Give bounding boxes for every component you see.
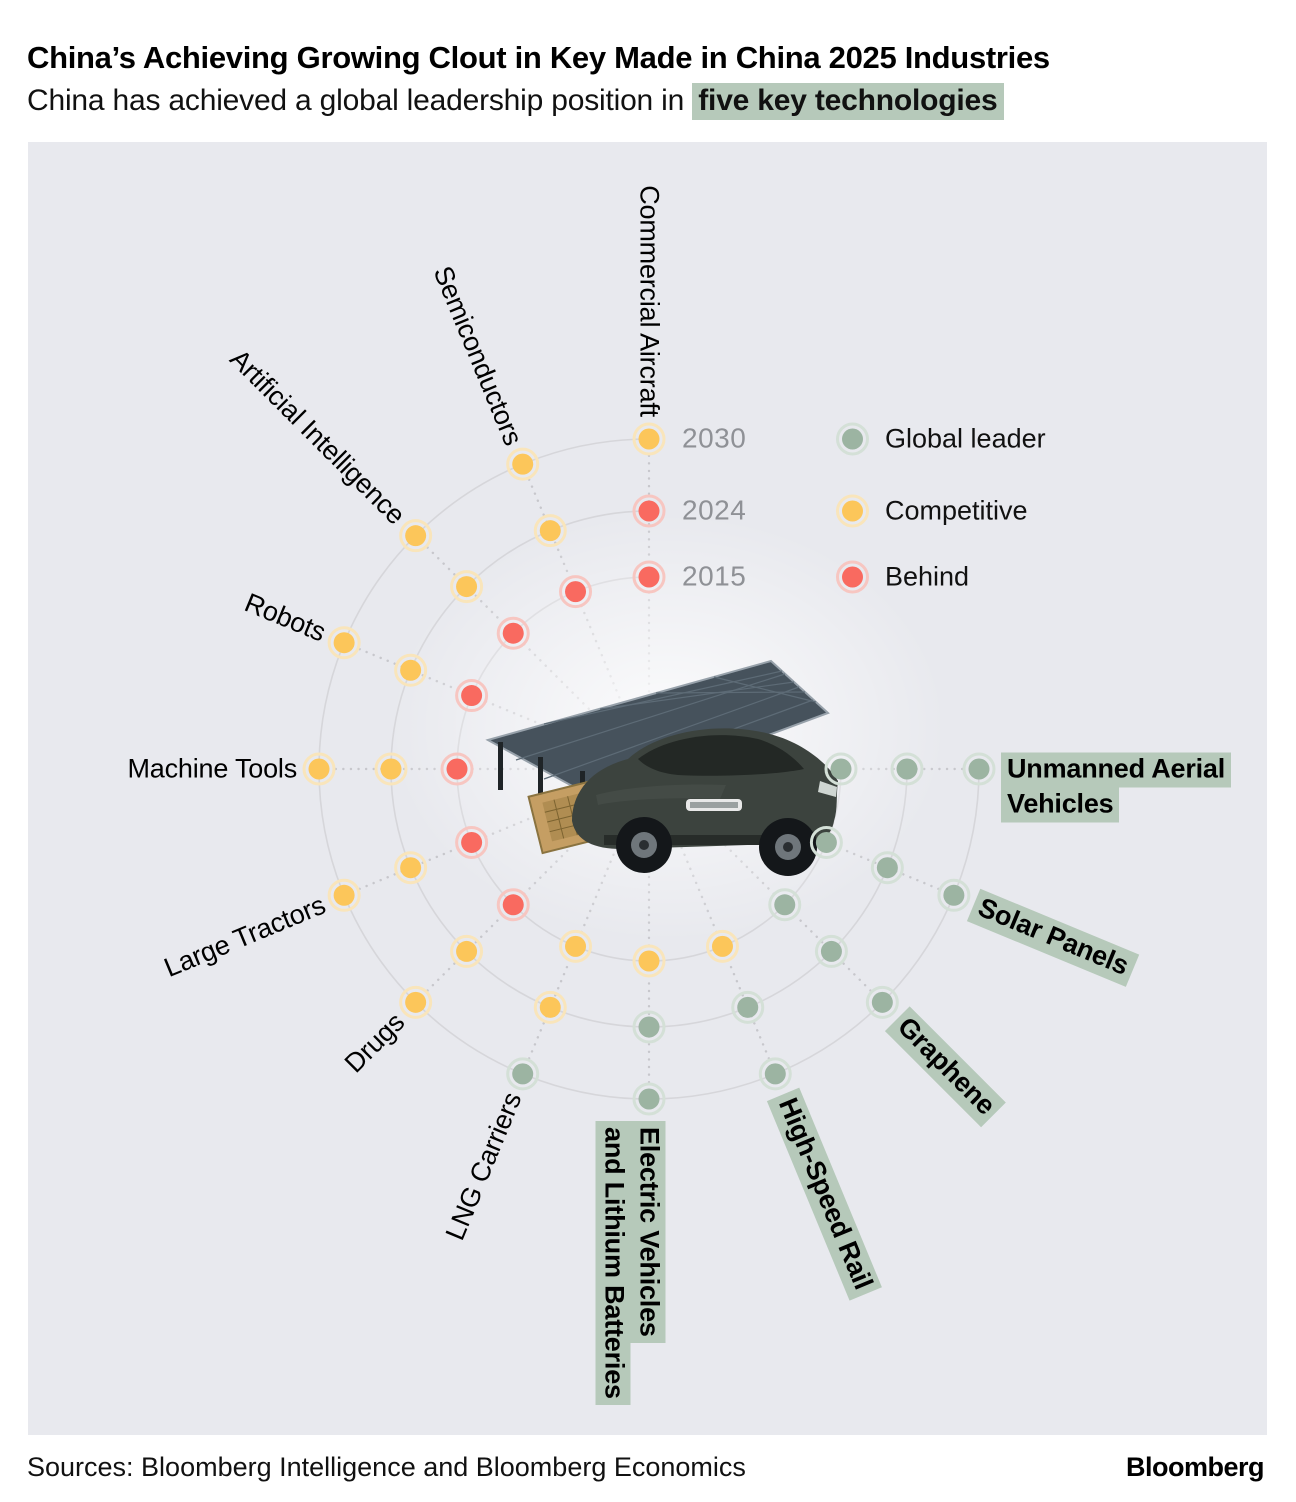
center-photo-solar-car-chip bbox=[485, 659, 838, 876]
status-dot-high-speed-rail-2015 bbox=[705, 929, 739, 963]
status-dot-machine-tools-2015 bbox=[440, 752, 474, 786]
status-dot-drugs-2030 bbox=[399, 985, 433, 1019]
status-dot-drugs-2024 bbox=[450, 934, 484, 968]
status-dot-robots-2030 bbox=[327, 626, 361, 660]
year-label-2024: 2024 bbox=[682, 494, 747, 526]
status-dot-unmanned-aerial-vehicles-2024 bbox=[890, 752, 924, 786]
status-dot-lng-carriers-2024 bbox=[533, 990, 567, 1024]
status-dot-large-tractors-2024 bbox=[394, 851, 428, 885]
status-dot-semiconductors-2015 bbox=[559, 575, 593, 609]
status-dot-high-speed-rail-2024 bbox=[731, 990, 765, 1024]
legend-label: Competitive bbox=[885, 495, 1028, 526]
status-dot-unmanned-aerial-vehicles-2015 bbox=[824, 752, 858, 786]
year-label-2015: 2015 bbox=[682, 560, 747, 592]
status-dot-graphene-2024 bbox=[814, 934, 848, 968]
status-dot-artificial-intelligence-2030 bbox=[399, 519, 433, 553]
sources-note: Sources: Bloomberg Intelligence and Bloo… bbox=[27, 1452, 746, 1482]
behind-dot-icon bbox=[836, 560, 869, 594]
subtitle-highlight: five key technologies bbox=[692, 83, 1004, 120]
status-dot-solar-panels-2030 bbox=[937, 878, 971, 912]
status-dot-semiconductors-2024 bbox=[533, 514, 567, 548]
status-dot-large-tractors-2030 bbox=[327, 878, 361, 912]
legend-label: Behind bbox=[885, 561, 970, 592]
status-dot-high-speed-rail-2030 bbox=[758, 1057, 792, 1091]
status-dot-electric-vehicles-and-lithium-batteries-2015 bbox=[632, 944, 666, 978]
legend-item-behind: Behind bbox=[836, 560, 970, 594]
legend-item-global-leader: Global leader bbox=[836, 422, 1046, 456]
year-label-2030: 2030 bbox=[682, 422, 747, 454]
status-dot-electric-vehicles-and-lithium-batteries-2024 bbox=[632, 1010, 666, 1044]
status-dot-unmanned-aerial-vehicles-2030 bbox=[962, 752, 996, 786]
competitive-dot-icon bbox=[836, 494, 869, 528]
status-dot-solar-panels-2024 bbox=[870, 851, 904, 885]
legend-item-competitive: Competitive bbox=[836, 494, 1028, 528]
status-dot-graphene-2030 bbox=[865, 985, 899, 1019]
status-dot-semiconductors-2030 bbox=[506, 447, 540, 481]
status-dot-lng-carriers-2030 bbox=[506, 1057, 540, 1091]
status-dot-machine-tools-2024 bbox=[374, 752, 408, 786]
legend-label: Global leader bbox=[885, 423, 1046, 454]
subtitle-text: China has achieved a global leadership p… bbox=[27, 84, 693, 117]
page-subtitle: China has achieved a global leadership p… bbox=[27, 83, 1004, 120]
industry-label-machine-tools: Machine Tools bbox=[127, 753, 298, 784]
status-dot-large-tractors-2015 bbox=[455, 825, 489, 859]
status-dot-commercial-aircraft-2024 bbox=[632, 494, 666, 528]
page-title: China’s Achieving Growing Clout in Key M… bbox=[27, 40, 1050, 75]
status-dot-lng-carriers-2015 bbox=[559, 929, 593, 963]
status-dot-commercial-aircraft-2015 bbox=[632, 560, 666, 594]
status-dot-graphene-2015 bbox=[768, 888, 802, 922]
status-dot-robots-2015 bbox=[455, 679, 489, 713]
global-leader-dot-icon bbox=[836, 422, 869, 456]
status-dot-electric-vehicles-and-lithium-batteries-2030 bbox=[632, 1082, 666, 1116]
bloomberg-logo: Bloomberg bbox=[1125, 1452, 1265, 1482]
status-dot-commercial-aircraft-2030 bbox=[632, 422, 666, 456]
status-dot-artificial-intelligence-2015 bbox=[496, 616, 530, 650]
industry-label-commercial-aircraft: Commercial Aircraft bbox=[634, 185, 665, 417]
car-illustration bbox=[572, 728, 838, 876]
status-dot-machine-tools-2030 bbox=[302, 752, 336, 786]
status-dot-robots-2024 bbox=[394, 653, 428, 687]
status-dot-artificial-intelligence-2024 bbox=[450, 570, 484, 604]
status-dots-layer bbox=[302, 422, 996, 1116]
status-dot-solar-panels-2015 bbox=[809, 825, 843, 859]
status-dot-drugs-2015 bbox=[496, 888, 530, 922]
